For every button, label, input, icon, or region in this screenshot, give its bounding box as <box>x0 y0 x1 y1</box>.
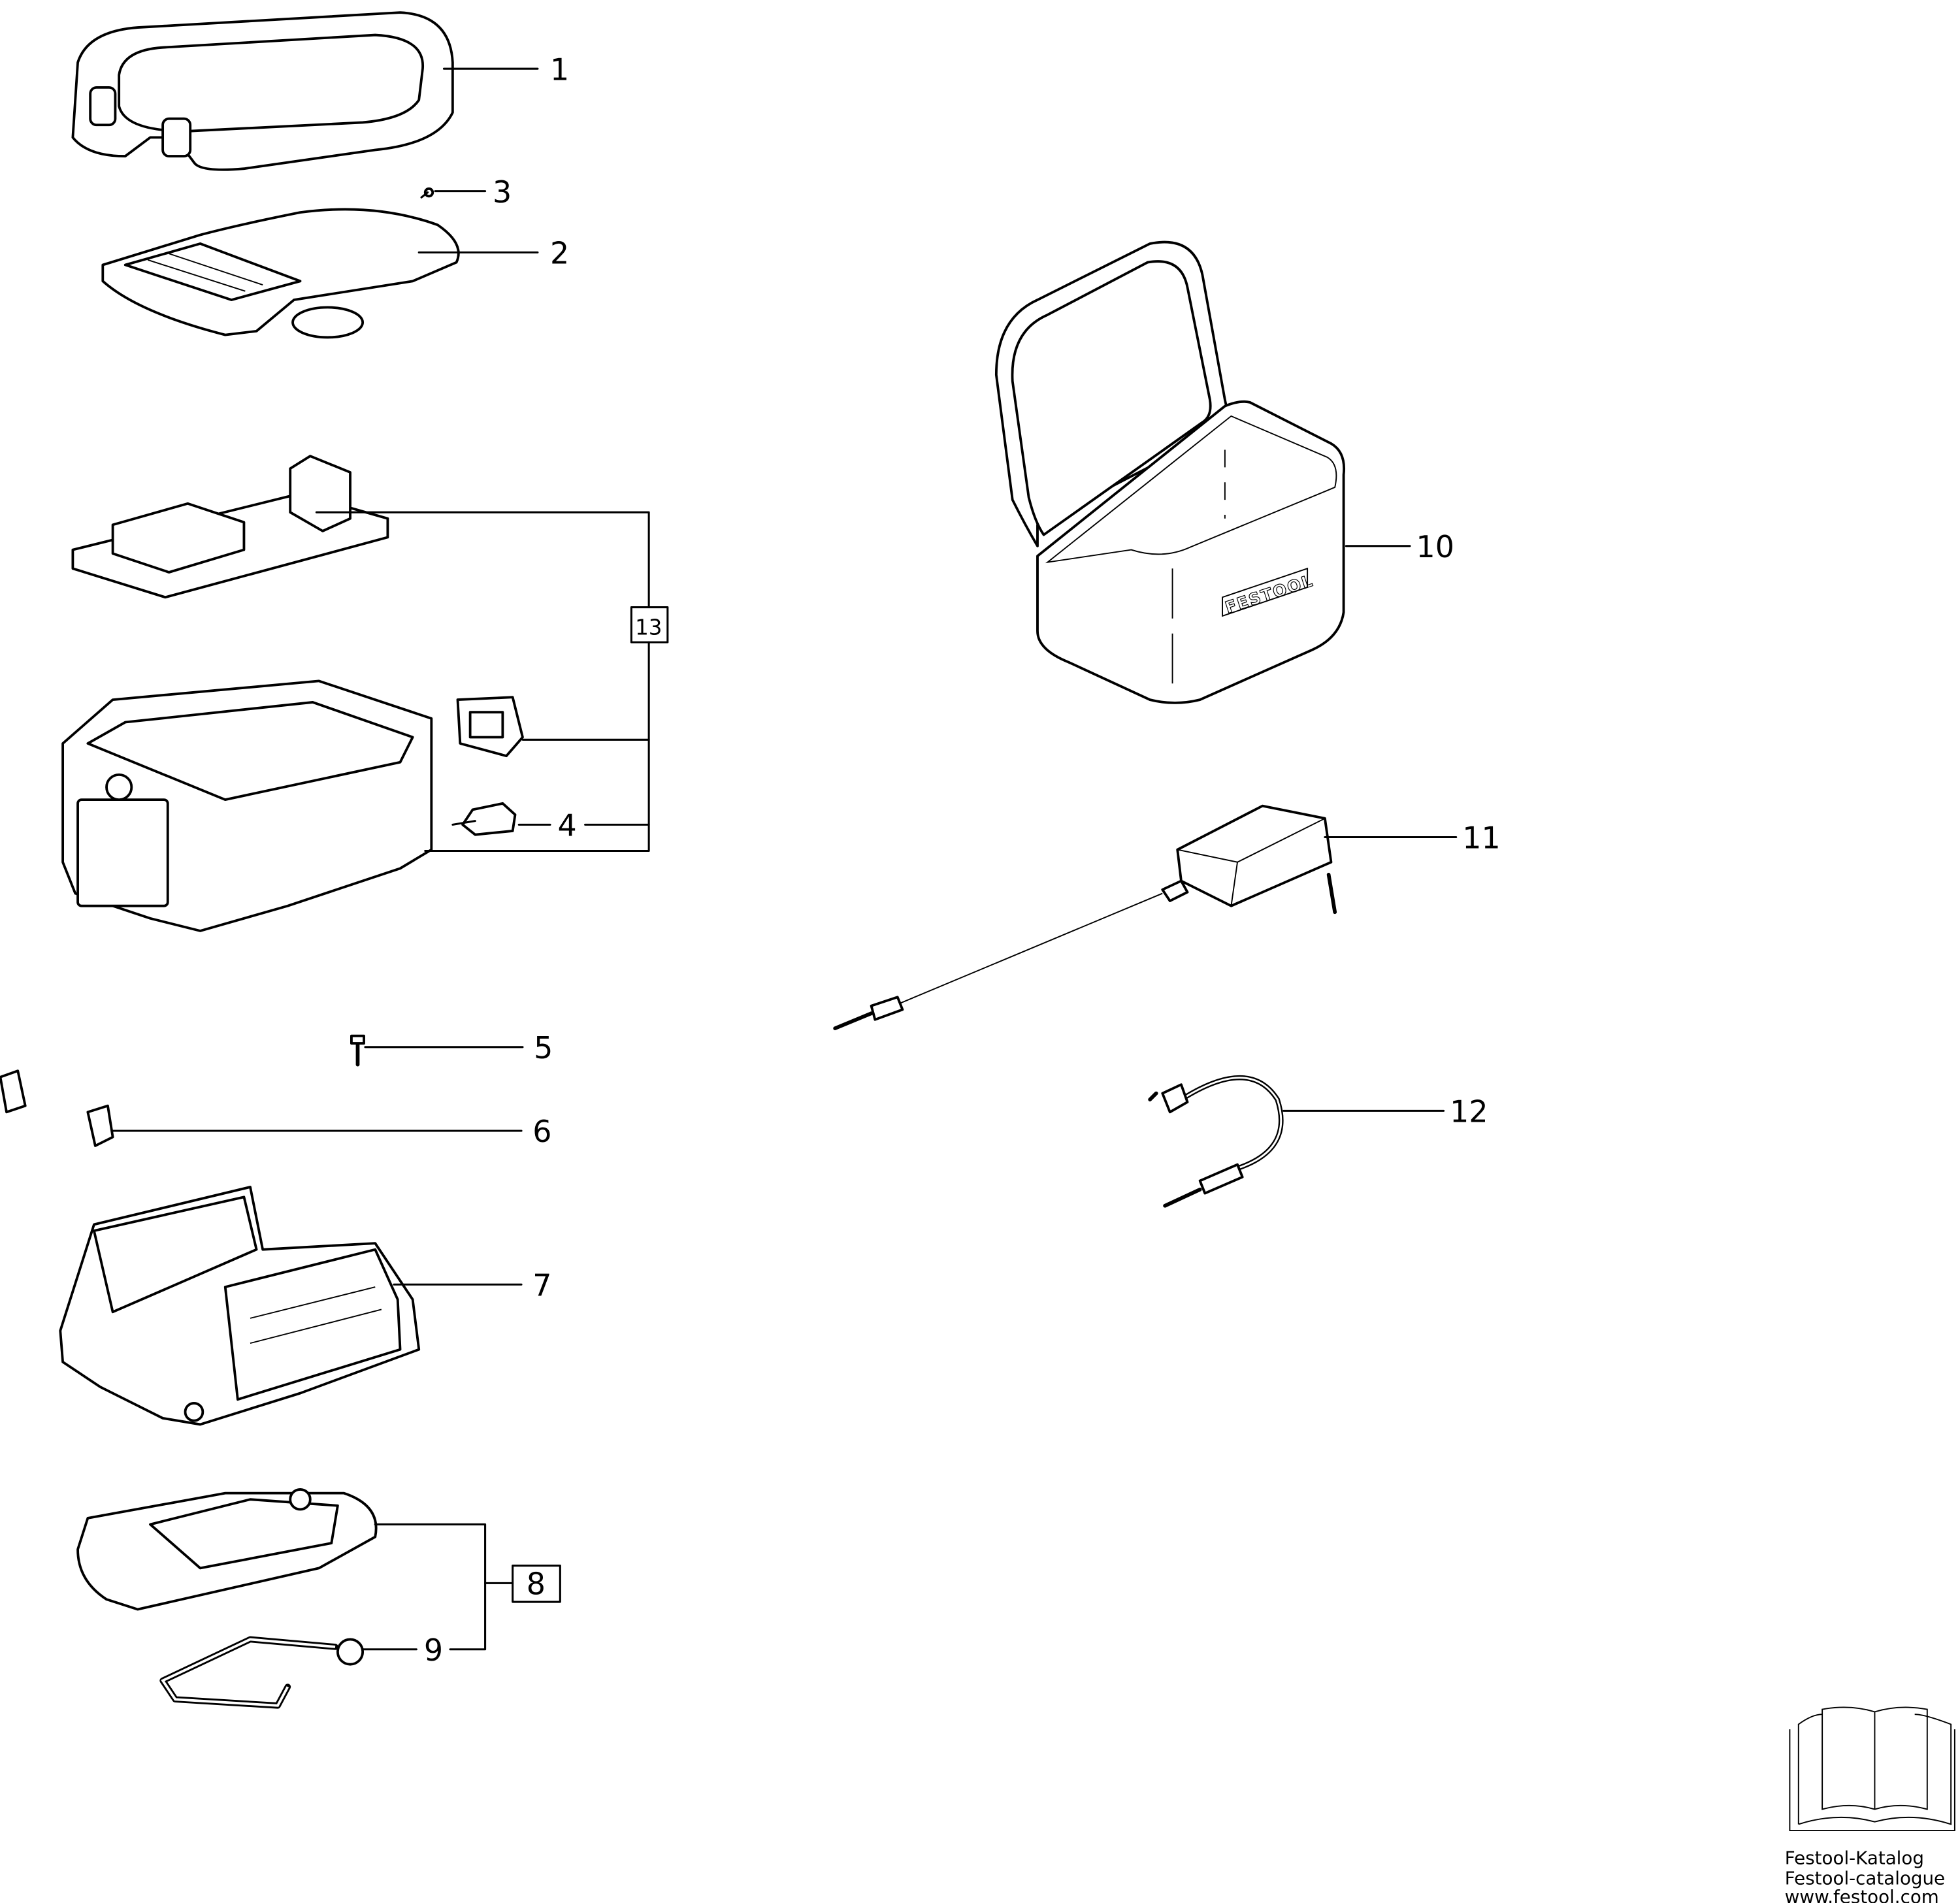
part-10-storage-bag: FESTOOL <box>994 240 1346 704</box>
part-12-audio-cable <box>1148 1075 1284 1208</box>
callout-8: 8 <box>527 1567 546 1602</box>
part-2-control-panel <box>101 208 460 339</box>
part-13-housing <box>61 679 433 932</box>
catalog-label-fr: Festool-catalogue <box>1785 1867 1945 1889</box>
callout-3: 3 <box>493 174 512 210</box>
callout-8-box <box>512 1565 561 1603</box>
part-3-screw <box>420 187 434 199</box>
part-6-clip <box>0 1069 114 1147</box>
callout-6: 6 <box>532 1114 551 1149</box>
callout-1: 1 <box>550 52 569 87</box>
book-icon <box>1789 1706 1955 1832</box>
callout-5: 5 <box>534 1030 553 1065</box>
catalog-label-de: Festool-Katalog <box>1785 1847 1924 1869</box>
callout-13: 13 <box>635 615 662 640</box>
part-13-circuit-board <box>71 455 389 599</box>
callout-2: 2 <box>550 236 569 271</box>
callout-bracket-8 <box>361 1523 514 1651</box>
callout-9: 9 <box>424 1633 443 1668</box>
part-4-latch <box>451 802 517 836</box>
callout-10: 10 <box>1416 529 1454 564</box>
callout-7: 7 <box>532 1267 551 1303</box>
callout-bracket-13 <box>315 511 650 853</box>
part-9-handle <box>159 1636 365 1709</box>
callout-13-box <box>630 606 669 643</box>
callout-11: 11 <box>1462 821 1500 856</box>
catalog-url[interactable]: www.festool.com <box>1785 1886 1939 1903</box>
part-1-top-frame <box>71 11 454 171</box>
part-11-power-adapter <box>833 804 1337 1030</box>
part-7-charging-base <box>59 1186 421 1426</box>
part-5-screw <box>350 1034 365 1067</box>
part-13-display-window <box>456 696 524 758</box>
callout-12: 12 <box>1450 1094 1488 1130</box>
part-8-bottom-tray <box>76 1488 378 1611</box>
callout-4: 4 <box>558 808 577 843</box>
